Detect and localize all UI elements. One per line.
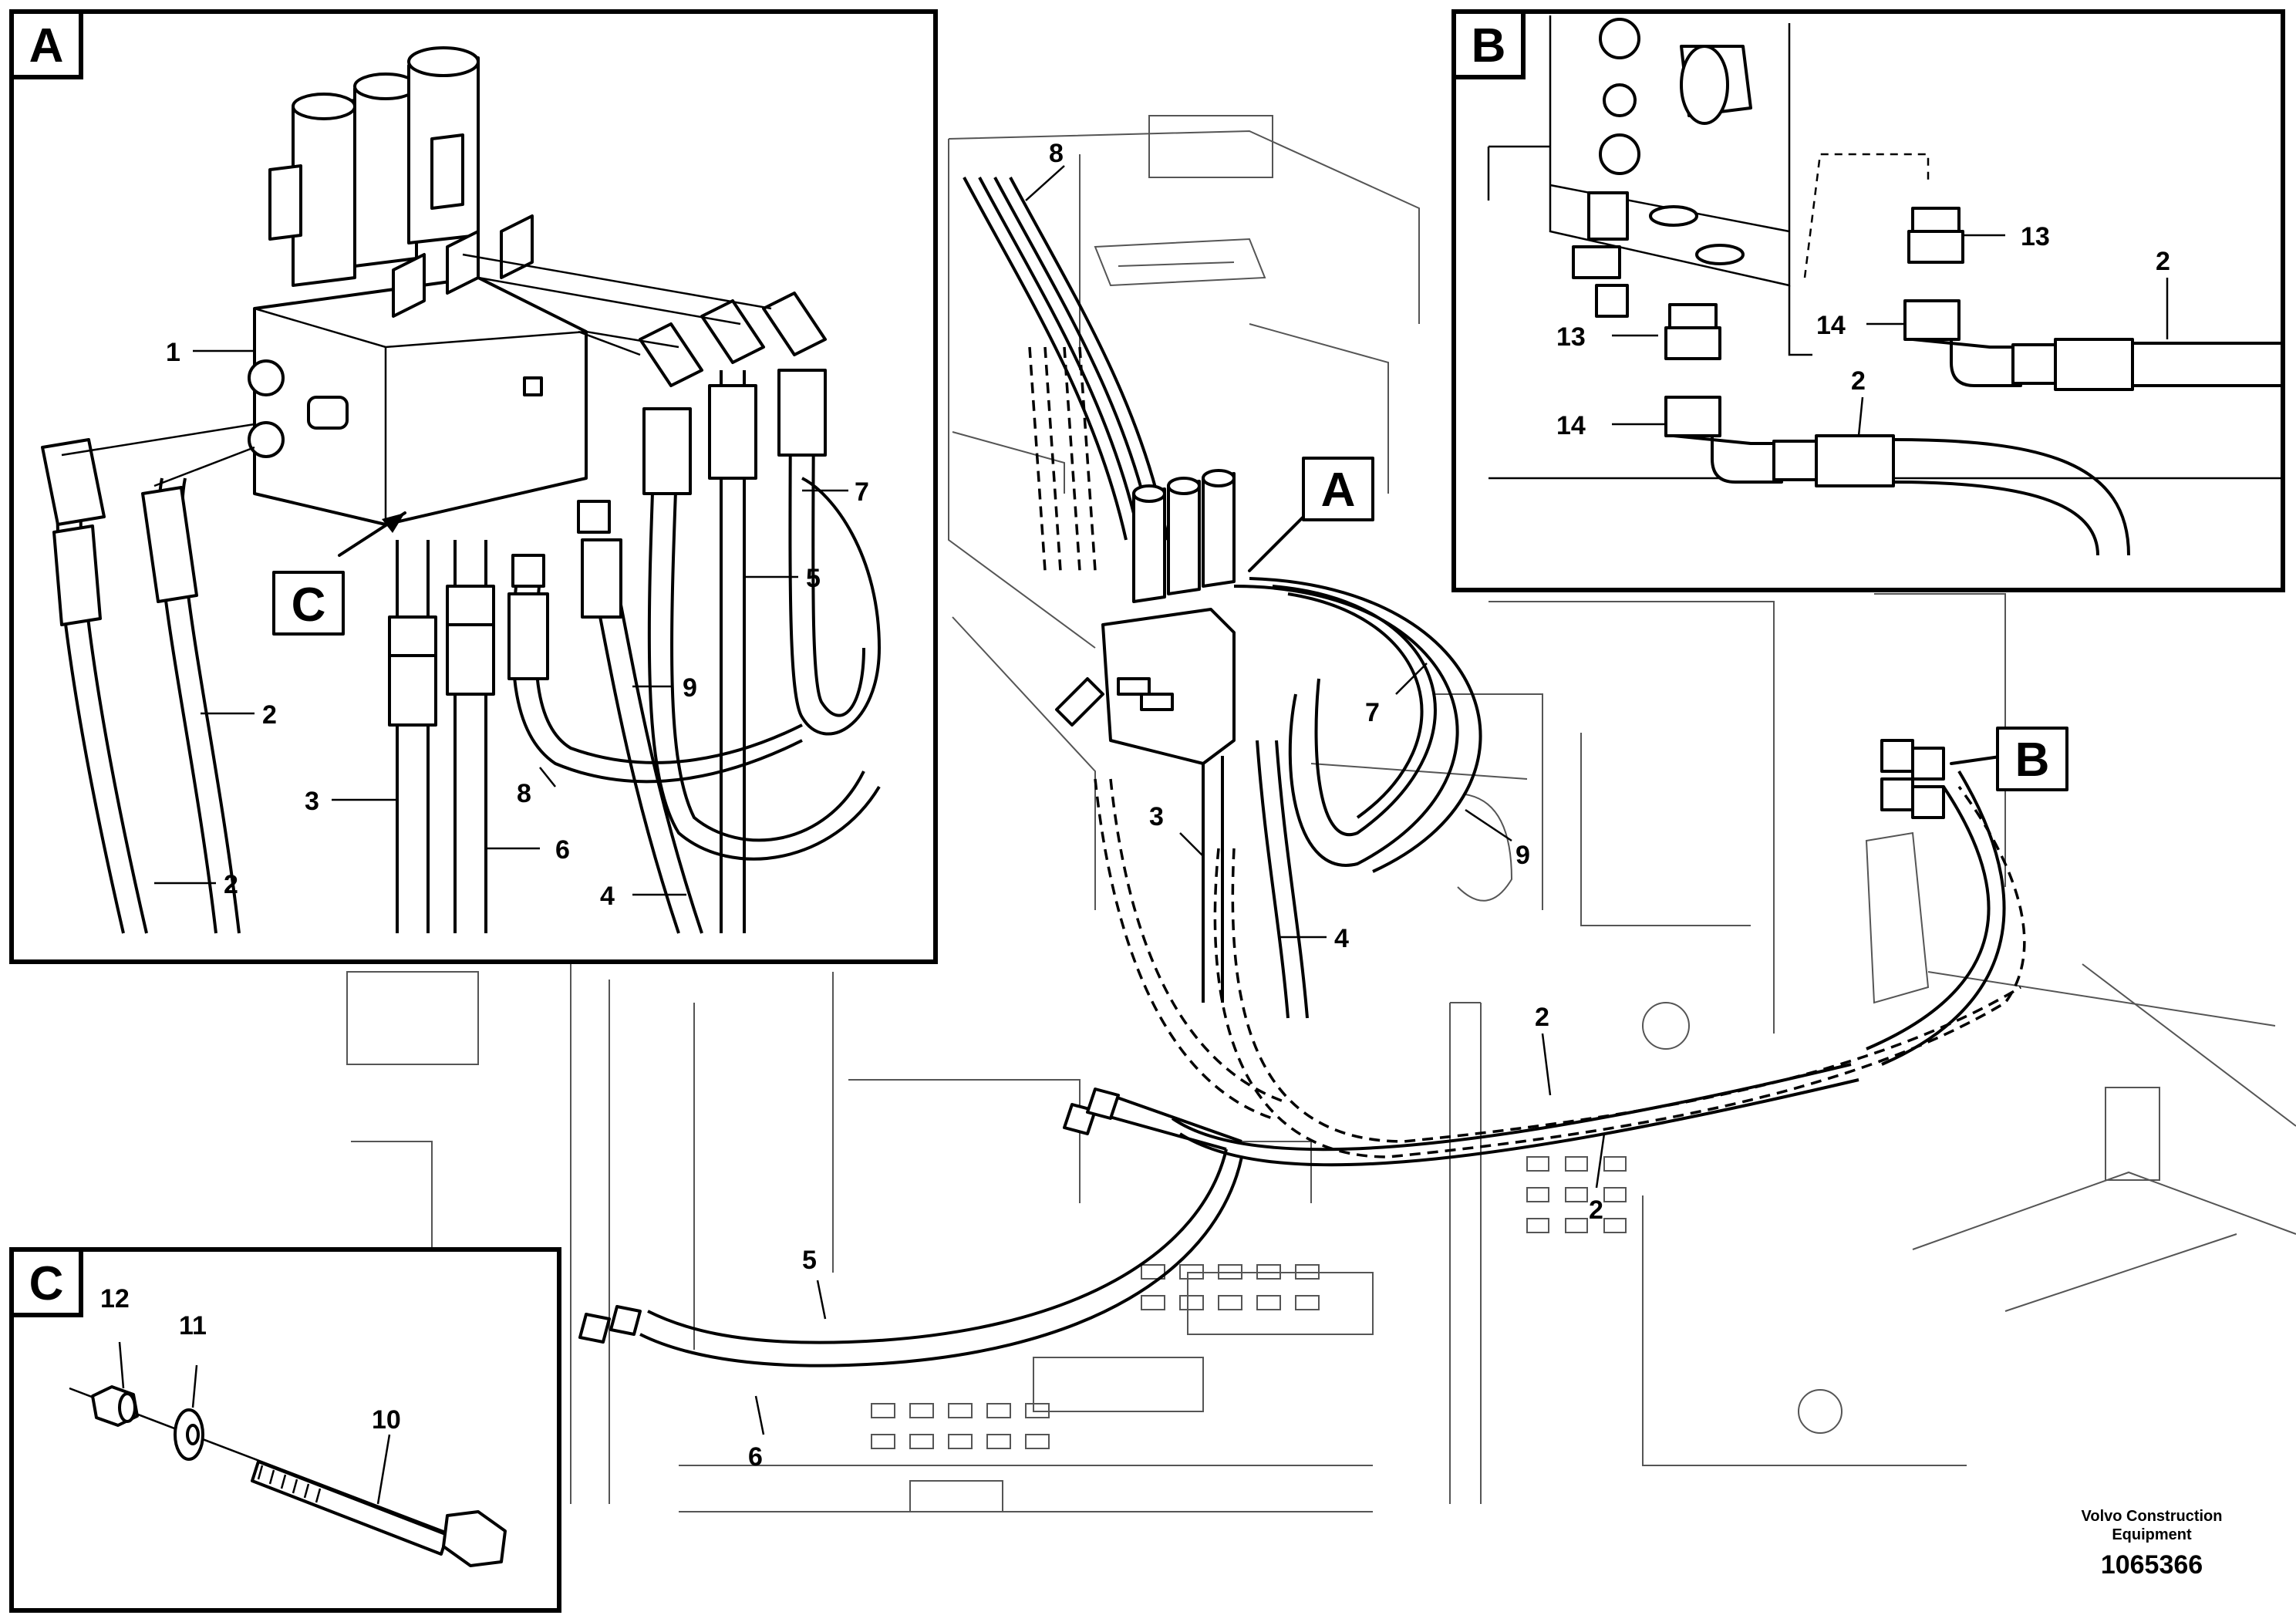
label-4: 4 <box>1334 924 1349 953</box>
label-9: 9 <box>683 673 697 703</box>
label-2b: 2 <box>224 870 238 899</box>
label-8: 8 <box>517 779 531 808</box>
detail-box-c: C 12 11 10 <box>9 1247 561 1613</box>
main-callout-b[interactable]: B <box>1950 727 2068 791</box>
detail-a-title: A <box>29 19 64 73</box>
company-name-line2: Equipment <box>2112 1526 2192 1543</box>
label-9: 9 <box>1515 841 1530 870</box>
label-13a: 13 <box>2021 222 2050 251</box>
label-6: 6 <box>555 835 570 865</box>
label-2b: 2 <box>1589 1195 1603 1225</box>
svg-text:A: A <box>1321 464 1356 517</box>
svg-text:C: C <box>292 578 326 632</box>
label-12: 12 <box>100 1284 130 1313</box>
label-2a: 2 <box>1535 1003 1549 1032</box>
label-2a: 2 <box>2156 247 2170 276</box>
footer: Volvo Construction Equipment 1065366 <box>2082 1508 2223 1580</box>
main-callout-a[interactable]: A <box>1248 457 1374 572</box>
main-view-hoses <box>578 177 2026 1367</box>
svg-text:B: B <box>2015 733 2050 787</box>
label-8: 8 <box>1049 139 1064 168</box>
company-name-line1: Volvo Construction <box>2082 1508 2223 1525</box>
label-14b: 14 <box>1556 411 1586 440</box>
label-7: 7 <box>855 477 869 507</box>
detail-box-a: A <box>9 9 938 964</box>
detail-a-callout-c[interactable]: C <box>272 511 406 636</box>
label-13b: 13 <box>1556 322 1586 352</box>
label-5: 5 <box>806 564 821 593</box>
label-10: 10 <box>372 1405 401 1435</box>
main-b-fittings <box>1880 739 1945 819</box>
label-2b: 2 <box>1851 366 1866 396</box>
label-6: 6 <box>748 1442 763 1472</box>
detail-b-title: B <box>1472 19 1506 73</box>
main-part-numbers: 8 7 9 3 4 2 2 5 6 <box>748 139 1606 1472</box>
label-2a: 2 <box>262 700 277 730</box>
detail-box-b: B <box>1451 9 2285 592</box>
label-1: 1 <box>166 338 180 367</box>
main-valve-block <box>1055 469 1236 765</box>
floor-plate-slots <box>871 1156 1627 1449</box>
drawing-number: 1065366 <box>2101 1550 2203 1580</box>
label-7: 7 <box>1365 698 1380 727</box>
label-14a: 14 <box>1816 311 1846 340</box>
label-11: 11 <box>179 1311 207 1340</box>
label-3: 3 <box>1149 802 1164 831</box>
label-3: 3 <box>305 787 319 816</box>
label-5: 5 <box>802 1246 817 1275</box>
label-4: 4 <box>600 882 615 911</box>
detail-c-title: C <box>29 1257 64 1310</box>
